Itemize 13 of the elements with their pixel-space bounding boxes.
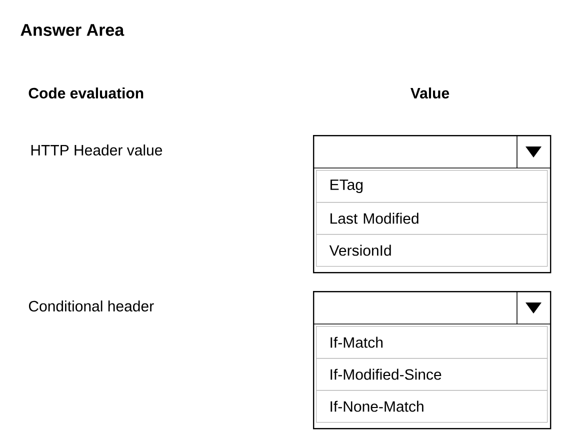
column-heading: Value: [410, 88, 450, 98]
row-label: Conditional header: [28, 300, 154, 312]
option-item: If-Match: [316, 326, 548, 359]
option-item: If-Modified-Since: [316, 358, 548, 391]
dropdown-list: [312, 134, 552, 274]
title: Answer Area: [20, 24, 124, 36]
option-item: ETag: [316, 170, 548, 203]
column-heading: Code evaluation: [28, 88, 144, 98]
option-item: VersionId: [316, 234, 548, 267]
option-item: If-None-Match: [316, 390, 548, 423]
dropdown-list: [312, 290, 552, 430]
option-item: Last Modified: [316, 202, 548, 235]
row-label: HTTP Header value: [31, 144, 162, 156]
